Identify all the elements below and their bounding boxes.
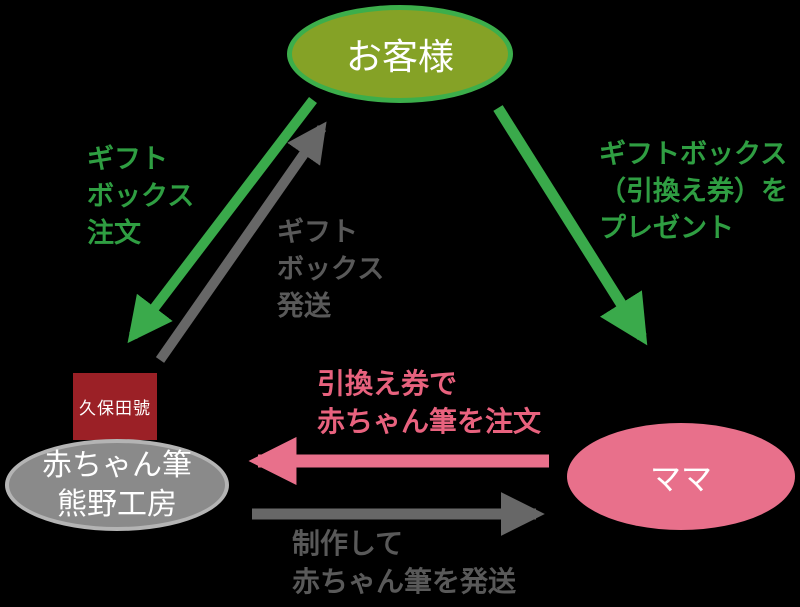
node-workshop: 赤ちゃん筆 熊野工房: [5, 439, 229, 531]
label-gift-box-order-line3: 注文: [87, 218, 141, 249]
label-voucher-order-line1: 引換え券で: [317, 367, 458, 400]
arrow-workshop-to-customer: [155, 121, 327, 363]
label-produce-ship-line2: 赤ちゃん筆を発送: [292, 565, 517, 598]
node-workshop-label-line2: 熊野工房: [57, 487, 177, 522]
node-customer: お客様: [287, 5, 513, 103]
label-produce-ship-line1: 制作して: [292, 527, 404, 560]
label-gift-box-ship-line1: ギフト: [277, 217, 358, 248]
node-mama-label: ママ: [650, 462, 712, 498]
arrow-customer-to-workshop: [127, 96, 317, 344]
label-produce-ship: 制作して 赤ちゃん筆を発送: [292, 525, 516, 601]
label-gift-box-order-line1: ギフト: [87, 144, 168, 175]
label-gift-box-order-line2: ボックス: [87, 181, 195, 212]
node-customer-label: お客様: [345, 37, 454, 78]
kubota-logo: 久保田號: [73, 373, 157, 440]
label-voucher-order-line2: 赤ちゃん筆を注文: [317, 405, 542, 438]
label-gift-box-present: ギフトボックス （引換え券）を プレゼント: [599, 136, 788, 247]
label-voucher-order: 引換え券で 赤ちゃん筆を注文: [317, 365, 541, 441]
kubota-logo-text: 久保田號: [79, 399, 151, 419]
label-gift-box-ship: ギフト ボックス 発送: [277, 214, 384, 325]
label-gift-box-present-line2: （引換え券）を: [599, 176, 788, 207]
label-gift-box-present-line1: ギフトボックス: [599, 139, 788, 170]
label-gift-box-present-line3: プレゼント: [599, 213, 734, 244]
label-gift-box-ship-line3: 発送: [277, 291, 331, 322]
label-gift-box-order: ギフト ボックス 注文: [87, 141, 194, 252]
label-gift-box-ship-line2: ボックス: [277, 254, 385, 285]
node-mama: ママ: [567, 423, 795, 530]
node-workshop-label-line1: 赤ちゃん筆: [42, 448, 192, 483]
arrow-customer-to-mama: [493, 105, 648, 346]
